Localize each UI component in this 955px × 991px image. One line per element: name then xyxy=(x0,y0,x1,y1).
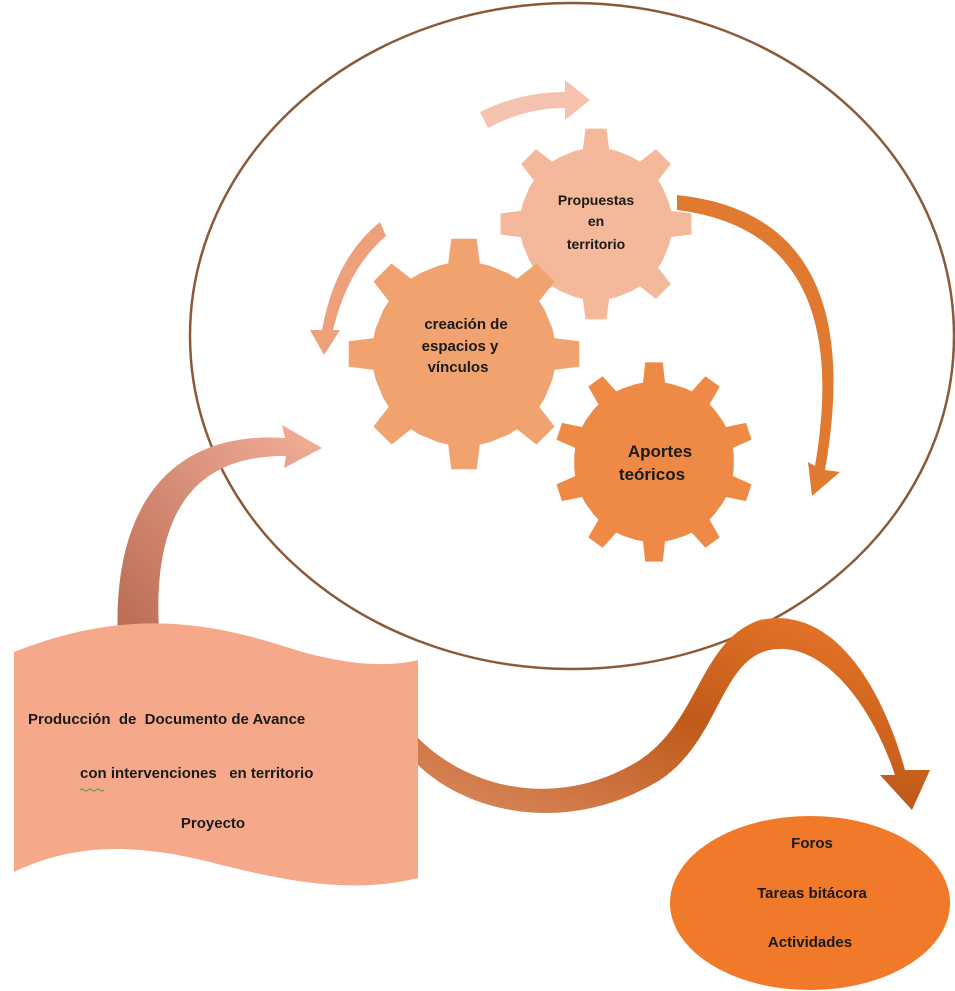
gear-propuestas-shape xyxy=(500,128,692,320)
gear-propuestas-line-1: Propuestas xyxy=(558,192,634,208)
spellcheck-underline xyxy=(79,788,105,792)
gear-propuestas-line-3: territorio xyxy=(567,236,625,252)
top-cycle-arrow xyxy=(480,80,590,128)
document-text: Producción de Documento de Avance con in… xyxy=(28,711,313,832)
gear-creacion-line-3: vínculos xyxy=(428,359,489,376)
gear-aportes-line-2: teóricos xyxy=(619,465,685,484)
gear-creacion-line-1: creación de xyxy=(424,316,507,333)
gear-propuestas-line-2: en xyxy=(588,213,604,229)
activities-line-2: Tareas bitácora xyxy=(757,885,867,902)
document-line-2: con intervenciones en territorio xyxy=(80,765,313,782)
gear-creacion-shape xyxy=(348,238,580,470)
gear-creacion: creación de espacios y vínculos xyxy=(348,238,580,470)
cycle-ellipse xyxy=(188,1,955,671)
gear-aportes: Aportes teóricos xyxy=(556,362,752,562)
activities-line-3: Actividades xyxy=(768,934,852,951)
right-cycle-arrow xyxy=(677,195,840,496)
gear-creacion-line-2: espacios y xyxy=(422,338,499,355)
gear-propuestas: Propuestas en territorio xyxy=(500,128,692,320)
document-to-cycle-arrow xyxy=(117,425,322,645)
document-line-1: Producción de Documento de Avance xyxy=(28,711,305,728)
gear-aportes-line-1: Aportes xyxy=(628,442,692,461)
gear-aportes-shape xyxy=(556,362,752,562)
activities-line-1: Foros xyxy=(791,835,833,852)
activities-oval xyxy=(670,816,950,990)
document-to-activities-arrow xyxy=(418,618,930,813)
document-line-3: Proyecto xyxy=(181,815,245,832)
document-shape xyxy=(14,623,418,886)
left-cycle-arrow xyxy=(310,222,386,355)
